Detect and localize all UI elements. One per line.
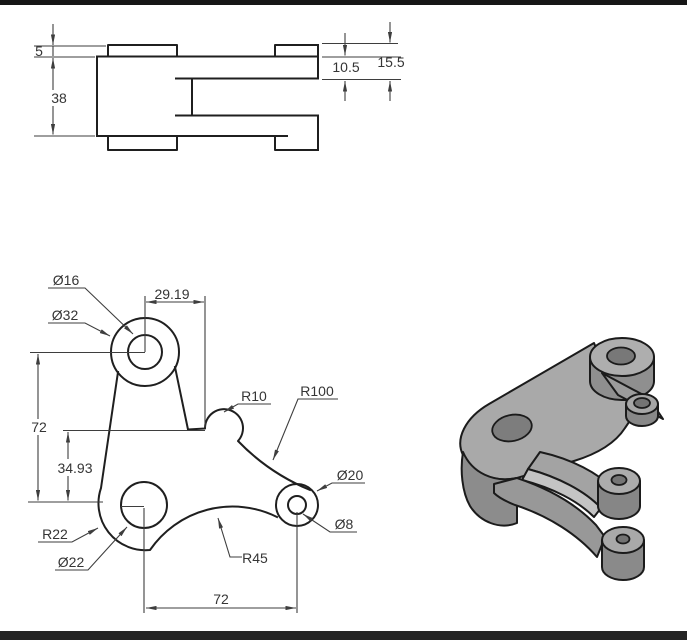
- r10-leader: [223, 403, 271, 413]
- dia16-label: Ø16: [53, 272, 80, 288]
- dia32-label: Ø32: [52, 307, 79, 323]
- dia32-leader: [48, 322, 111, 337]
- side-view-extension-lines: [34, 42, 401, 137]
- r45-label: R45: [242, 550, 268, 566]
- dim-29-19-label: 29.19: [154, 286, 189, 302]
- front-view-outline: [97, 365, 312, 552]
- r22-leader: [38, 527, 99, 543]
- dim-38-label-bg: [46, 90, 73, 106]
- dia22-leader: [55, 526, 128, 571]
- front-view-extension-lines: [28, 296, 298, 613]
- dia20-leader: [316, 482, 365, 492]
- dim-15-5-label: 15.5: [377, 54, 404, 70]
- iso-middle-boss-hole: [633, 397, 651, 409]
- iso-near-boss-hole: [615, 533, 631, 545]
- iso-far-boss-hole: [610, 474, 628, 486]
- front-view: 29.19 72 34.93 72 Ø16 Ø32 R10 R100 Ø20 Ø…: [28, 272, 365, 613]
- iso-plate-side-face: [460, 451, 518, 527]
- dim-34-93-label-bg: [52, 459, 96, 476]
- r100-label: R100: [300, 383, 334, 399]
- dim-72-horizontal-label: 72: [213, 591, 229, 607]
- top-black-bar: [0, 0, 687, 5]
- side-view: 5 38 10.5 15.5: [34, 22, 405, 151]
- dim-72-vertical-label-bg: [28, 419, 50, 435]
- iso-near-arm: [493, 477, 606, 558]
- dia16-leader: [48, 287, 134, 335]
- iso-plate-hole: [491, 413, 533, 443]
- isometric-view: [459, 337, 664, 581]
- dim-10-5-label: 10.5: [332, 59, 359, 75]
- r45-leader: [217, 517, 242, 558]
- dim-38-label: 38: [51, 90, 67, 106]
- dim-5-label: 5: [35, 43, 43, 59]
- dim-72-vertical-label: 72: [31, 419, 47, 435]
- bottom-black-bar: [0, 631, 687, 640]
- iso-hub-hole: [606, 346, 636, 366]
- r22-label: R22: [42, 526, 68, 542]
- r100-leader: [272, 398, 338, 461]
- r10-label: R10: [241, 388, 267, 404]
- dim-34-93-label: 34.93: [57, 460, 92, 476]
- dia8-label: Ø8: [335, 516, 354, 532]
- dia20-label: Ø20: [337, 467, 364, 483]
- iso-fork-slot: [521, 468, 602, 518]
- dia22-label: Ø22: [58, 554, 85, 570]
- bottom-right-hole: [287, 495, 307, 515]
- side-view-outline: [96, 44, 319, 151]
- dia8-leader: [302, 513, 357, 533]
